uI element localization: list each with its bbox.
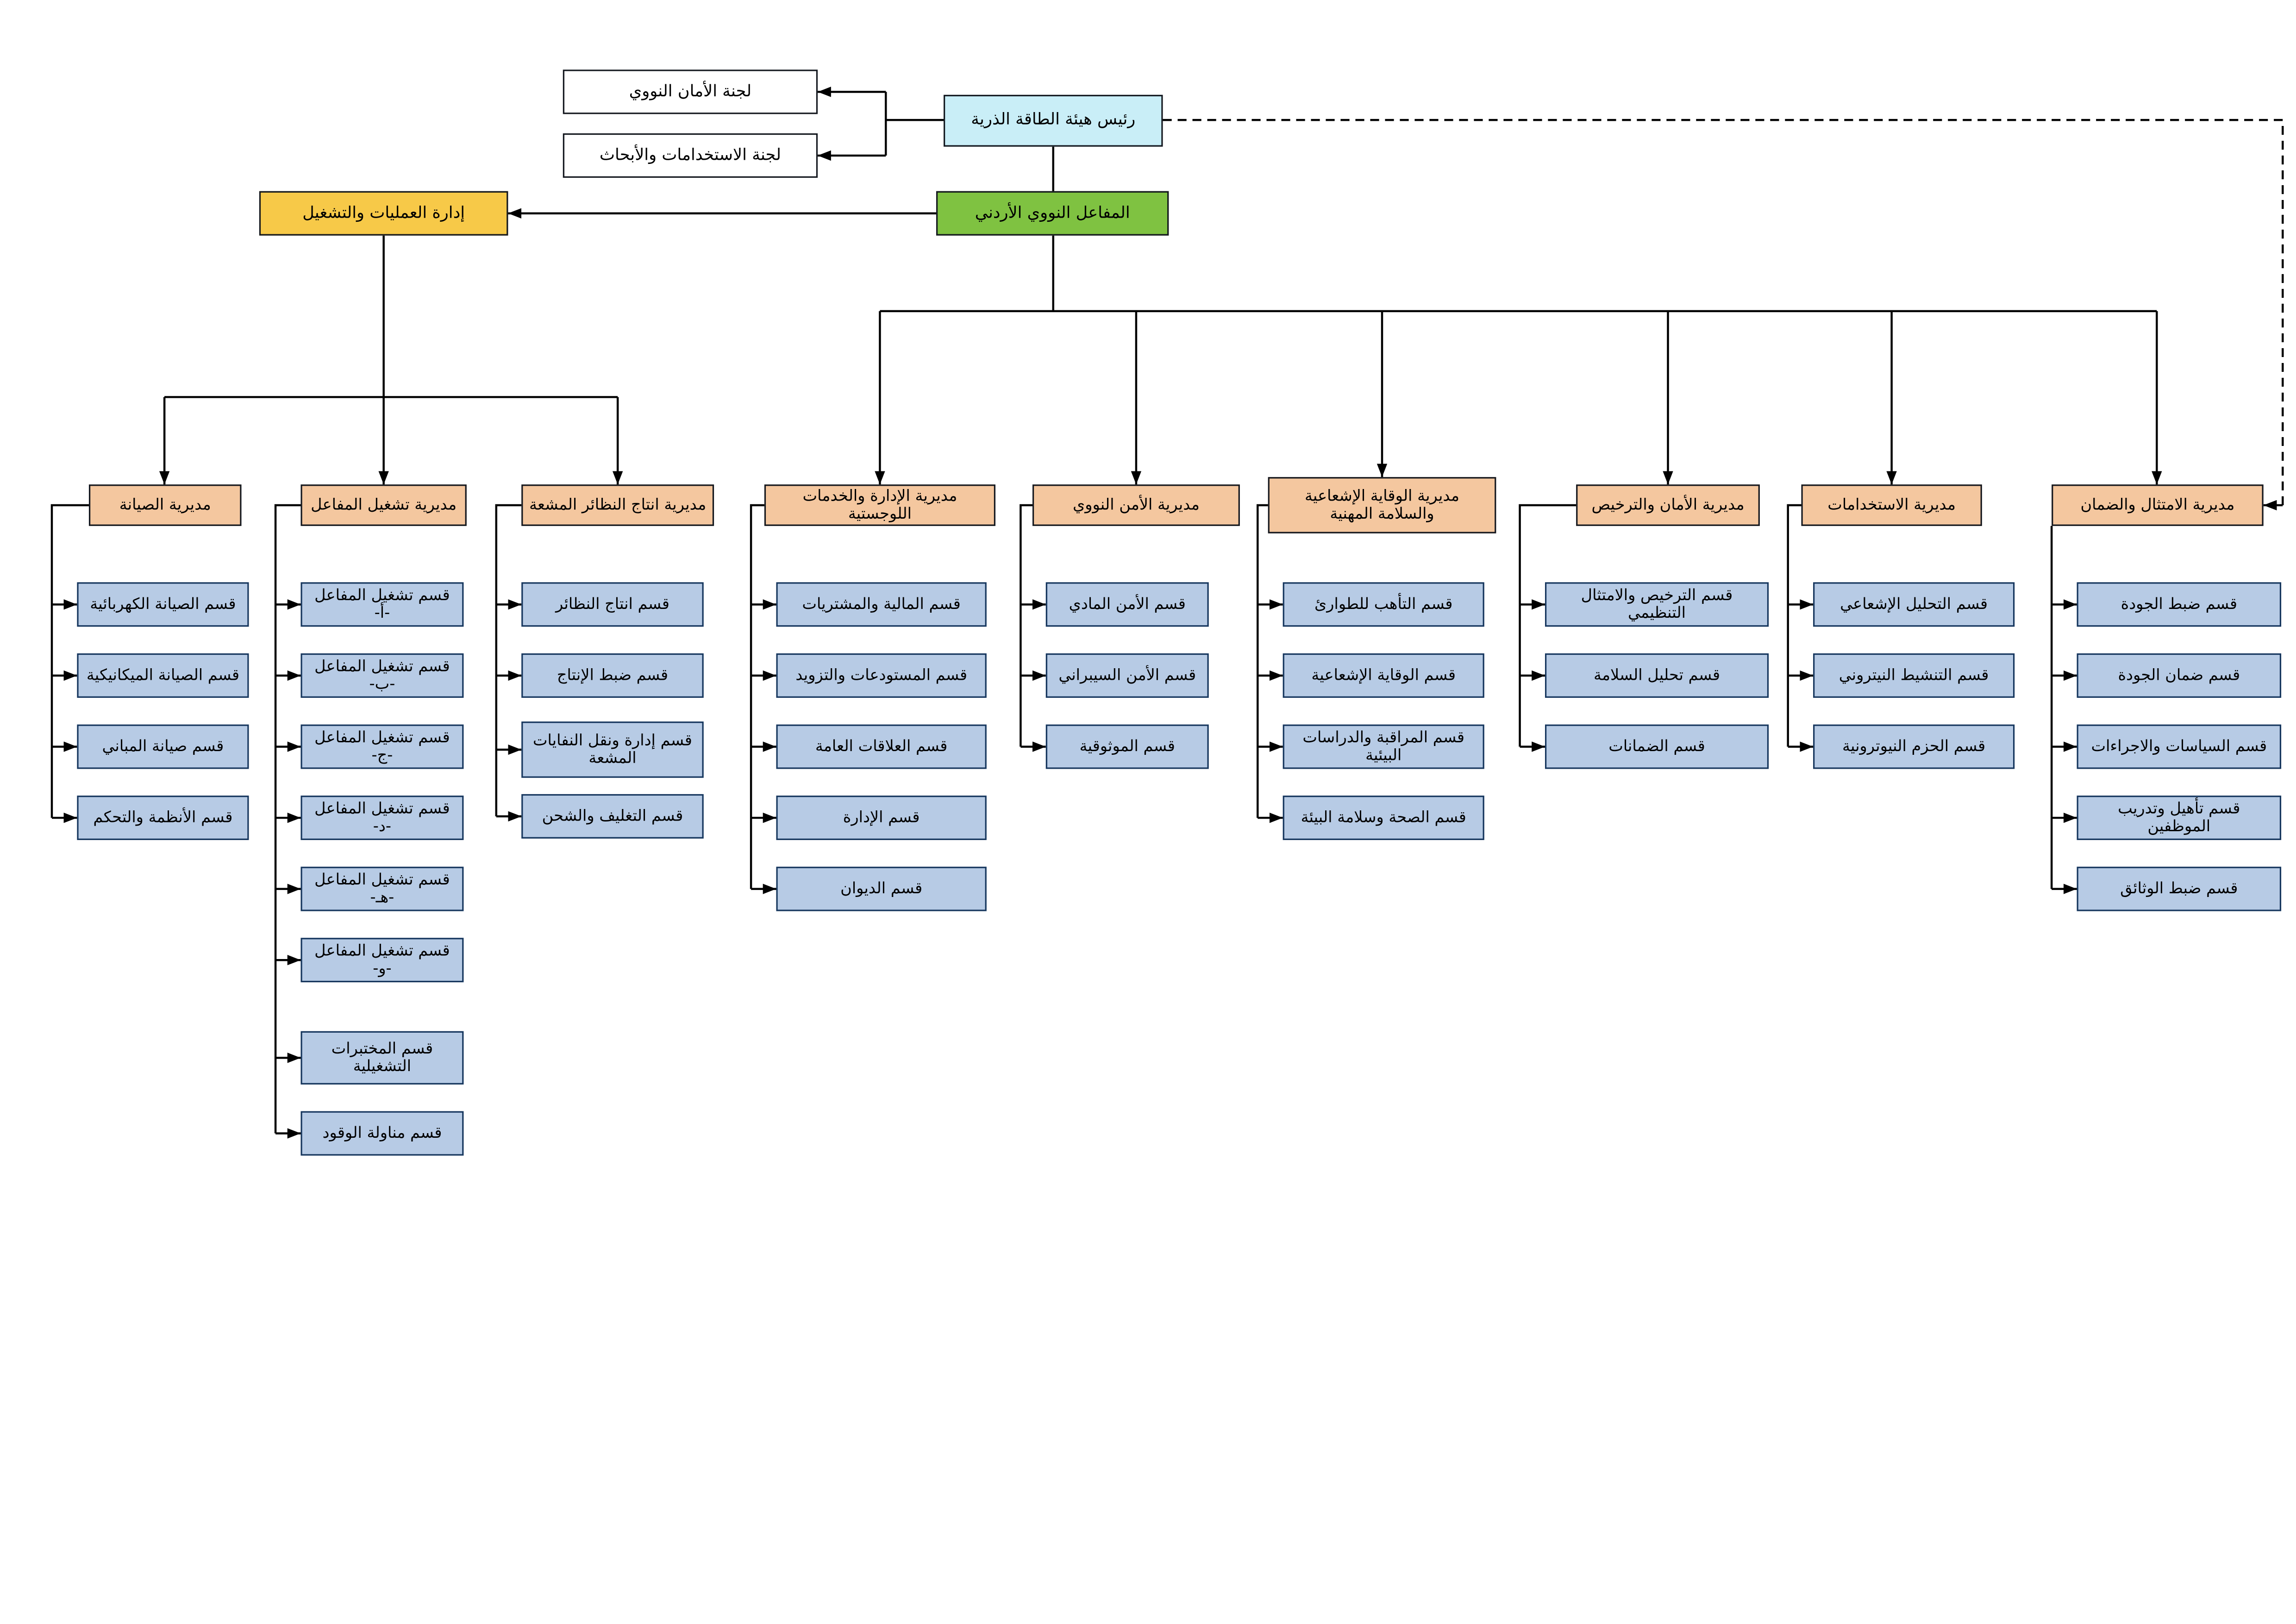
dept-box: قسم الضمانات (1545, 724, 1769, 769)
dept-box: قسم المالية والمشتريات (776, 582, 987, 627)
directorate-maintenance: مديرية الصيانة (88, 484, 242, 526)
dept-box: قسم التأهب للطوارئ (1283, 582, 1484, 627)
node-reactor: المفاعل النووي الأردني (936, 191, 1169, 236)
dept-box: قسم الديوان (776, 866, 987, 911)
dept-box: قسم الوقاية الإشعاعية (1283, 653, 1484, 698)
dept-box: قسم الأمن المادي (1045, 582, 1209, 627)
dept-box: قسم السياسات والاجراءات (2077, 724, 2282, 769)
dept-box: قسم التحليل الإشعاعي (1813, 582, 2015, 627)
directorate-radiation-protection: مديرية الوقاية الإشعاعية والسلامة المهني… (1268, 477, 1496, 533)
node-operations-management: إدارة العمليات والتشغيل (259, 191, 508, 236)
dept-box: قسم الإدارة (776, 796, 987, 840)
directorate-reactor-operations: مديرية تشغيل المفاعل (300, 484, 467, 526)
dept-box: قسم الترخيص والامتثال التنظيمي (1545, 582, 1769, 627)
dept-box: قسم المختبرات التشغيلية (300, 1031, 464, 1085)
directorate-compliance-assurance: مديرية الامتثال والضمان (2052, 484, 2264, 526)
dept-box: قسم ضبط الجودة (2077, 582, 2282, 627)
dept-box: قسم تشغيل المفاعل -د- (300, 796, 464, 840)
dept-box: قسم تشغيل المفاعل -و- (300, 938, 464, 983)
dept-box: قسم الأمن السيبراني (1045, 653, 1209, 698)
dept-box: قسم العلاقات العامة (776, 724, 987, 769)
dept-box: قسم تحليل السلامة (1545, 653, 1769, 698)
node-committee-nuclear-safety: لجنة الأمان النووي (563, 69, 818, 114)
dept-box: قسم تشغيل المفاعل -ب- (300, 653, 464, 698)
dept-box: قسم انتاج النظائر (521, 582, 704, 627)
dept-box: قسم المراقبة والدراسات البيئية (1283, 724, 1484, 769)
directorate-applications: مديرية الاستخدامات (1801, 484, 1982, 526)
dept-box: قسم الصيانة الميكانيكية (77, 653, 249, 698)
dept-box: قسم الصحة وسلامة البيئة (1283, 796, 1484, 840)
dept-box: قسم إدارة ونقل النفايات المشعة (521, 721, 704, 778)
dept-box: قسم الأنظمة والتحكم (77, 796, 249, 840)
dept-box: قسم التغليف والشحن (521, 794, 704, 839)
dept-box: قسم ضمان الجودة (2077, 653, 2282, 698)
dept-box: قسم ضبط الإنتاج (521, 653, 704, 698)
dashed-reporting-line (1163, 119, 2284, 511)
dept-box: قسم تشغيل المفاعل -هـ- (300, 866, 464, 911)
dept-box: قسم الحزم النيوترونية (1813, 724, 2015, 769)
directorate-admin-logistics: مديرية الإدارة والخدمات اللوجستية (764, 484, 995, 526)
dept-box: قسم المستودعات والتزويد (776, 653, 987, 698)
dept-box: قسم الموثوقية (1045, 724, 1209, 769)
directorate-nuclear-security: مديرية الأمن النووي (1032, 484, 1240, 526)
dept-box: قسم مناولة الوقود (300, 1111, 464, 1156)
dept-box: قسم تشغيل المفاعل -ج- (300, 724, 464, 769)
dept-box: قسم ضبط الوثائق (2077, 866, 2282, 911)
directorate-safety-licensing: مديرية الأمان والترخيص (1576, 484, 1760, 526)
directorate-isotope-production: مديرية انتاج النظائر المشعة (521, 484, 714, 526)
node-chairman: رئيس هيئة الطاقة الذرية (944, 94, 1163, 147)
dept-box: قسم الصيانة الكهربائية (77, 582, 249, 627)
dept-box: قسم التنشيط النيتروني (1813, 653, 2015, 698)
dept-box: قسم تشغيل المفاعل -أ- (300, 582, 464, 627)
dept-box: قسم تأهيل وتدريب الموظفين (2077, 796, 2282, 840)
node-committee-uses-research: لجنة الاستخدامات والأبحاث (563, 133, 818, 178)
dept-box: قسم صيانة المباني (77, 724, 249, 769)
